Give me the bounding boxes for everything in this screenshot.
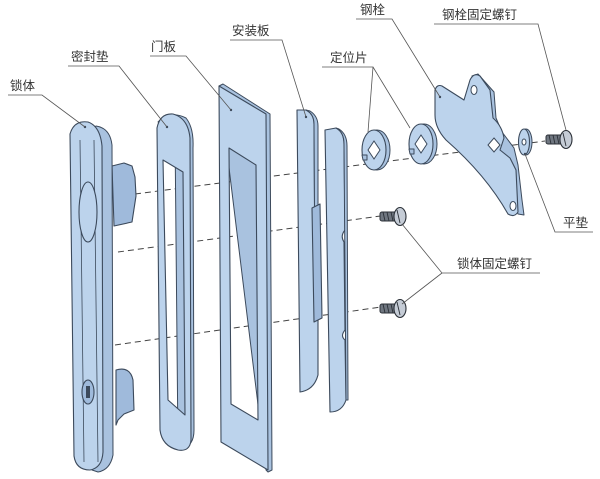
leader-body-screws — [401, 223, 540, 305]
label-flat-washer: 平垫 — [563, 215, 589, 230]
leader-flat-washer — [524, 153, 593, 233]
locating-pieces-part — [361, 123, 438, 171]
door-panel-face — [218, 85, 269, 471]
mounting-plate-front-strip — [324, 127, 347, 413]
door-panel-part — [218, 83, 273, 473]
mounting-plate-front-edge — [335, 127, 349, 401]
leader-lines — [8, 18, 593, 305]
label-lock-body: 锁体 — [10, 78, 36, 93]
label-body-screws: 锁体固定螺钉 — [457, 256, 533, 271]
mounting-plate-bracket — [311, 203, 323, 323]
leader-seal-gasket — [68, 65, 168, 128]
lock-body-key-slot — [86, 386, 90, 398]
leader-door-panel — [150, 55, 232, 111]
locating-piece-2 — [408, 123, 438, 165]
labels: 锁体 密封垫 门板 安装板 定位片 钢栓 钢栓固定螺钉 平垫 锁体固定螺钉 — [10, 2, 589, 271]
leader-mounting-plate — [230, 39, 307, 118]
seal-gasket-face — [156, 113, 192, 451]
steel-latch-top-hole — [470, 85, 478, 95]
label-locating-pieces: 定位片 — [330, 50, 368, 65]
leader-locating-pieces — [322, 66, 411, 133]
axis-line-middle — [117, 213, 396, 253]
lock-body-part — [69, 121, 137, 473]
lock-body-lower-boss — [115, 368, 135, 426]
lock-body-front — [69, 121, 104, 471]
leader-steel-latch — [356, 18, 441, 98]
body-screw-lower — [379, 298, 407, 319]
steel-latch-bottom-hole — [509, 201, 517, 211]
leader-latch-screw — [434, 23, 567, 131]
label-steel-latch: 钢栓 — [360, 2, 386, 17]
label-latch-screw: 钢栓固定螺钉 — [442, 7, 518, 22]
lock-body-upper-boss — [111, 162, 137, 227]
label-mounting-plate: 安装板 — [232, 23, 270, 38]
locating-piece-1 — [361, 129, 391, 171]
flat-washer-part — [517, 128, 533, 156]
steel-latch-part — [434, 73, 525, 217]
label-door-panel: 门板 — [151, 39, 177, 54]
steel-latch-square-hole — [487, 137, 501, 153]
steel-latch-plate — [434, 74, 519, 217]
seal-gasket-part — [156, 113, 195, 451]
lock-body-handle — [78, 181, 98, 243]
label-seal-gasket: 密封垫 — [71, 49, 109, 64]
leader-lock-body — [8, 94, 86, 128]
mounting-plate-part — [296, 109, 349, 413]
body-screw-upper — [379, 206, 407, 227]
latch-screw-part — [545, 129, 573, 150]
